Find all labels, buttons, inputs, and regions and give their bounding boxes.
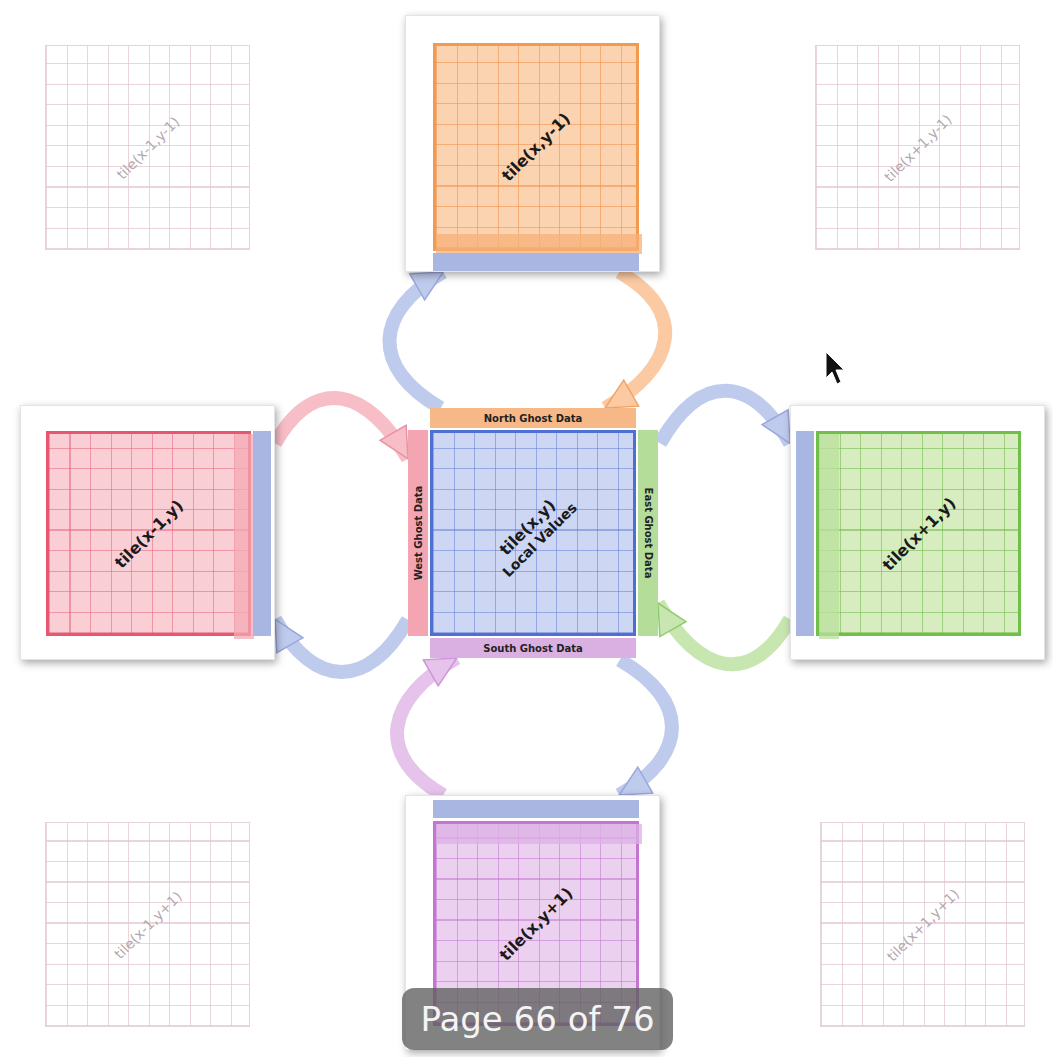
tile-label-group: tile(x-1,y+1) [111,888,185,962]
ghost-label: South Ghost Data [483,643,583,654]
tile-box: tile(x,y)Local ValuesNorth Ghost DataWes… [408,408,660,660]
ghost-strip [253,431,271,636]
ghost-strip [433,800,639,818]
ghost-label: North Ghost Data [484,413,583,424]
faded-tile: tile(x+1,y+1) [820,822,1025,1027]
faded-tile: tile(x-1,y+1) [45,822,250,1027]
exchange-arrow [605,272,665,408]
edge-row [819,434,839,639]
tile-label: tile(x+1,y+1) [883,885,962,964]
tile-box: tile(x+1,y) [790,405,1045,660]
edge-row [436,824,642,844]
exchange-arrow [619,660,672,795]
tile-box: tile(x-1,y) [20,405,275,660]
tile-box: tile(x,y-1) [405,15,660,272]
ghost-band: West Ghost Data [408,430,428,636]
ghost-strip [796,431,814,636]
ghost-strip [433,253,639,271]
ghost-label: West Ghost Data [413,486,424,581]
tile-label-group: tile(x+1,y+1) [883,885,962,964]
tile-label-group: tile(x-1,y-1) [113,113,182,182]
faded-tile: tile(x+1,y-1) [815,45,1020,250]
exchange-arrow [275,398,408,459]
exchange-arrow [660,391,790,444]
mouse-cursor [826,352,844,384]
exchange-arrow [275,619,408,672]
edge-row [234,434,254,639]
ghost-label: East Ghost Data [643,488,654,579]
ghost-band: North Ghost Data [430,408,636,428]
ghost-band: East Ghost Data [638,430,658,636]
edge-row [436,234,642,254]
tile-label: tile(x-1,y-1) [113,113,182,182]
tile-label-group: tile(x+1,y-1) [881,111,955,185]
ghost-band: South Ghost Data [430,638,636,658]
exchange-arrow [389,272,443,408]
page-number-text: Page 66 of 76 [420,999,654,1039]
exchange-arrow [658,603,790,664]
page-indicator: Page 66 of 76 [402,988,673,1050]
faded-tile: tile(x-1,y-1) [45,45,250,250]
tile-label: tile(x-1,y+1) [111,888,185,962]
exchange-arrow [397,658,457,795]
tile-label: tile(x+1,y-1) [881,111,955,185]
